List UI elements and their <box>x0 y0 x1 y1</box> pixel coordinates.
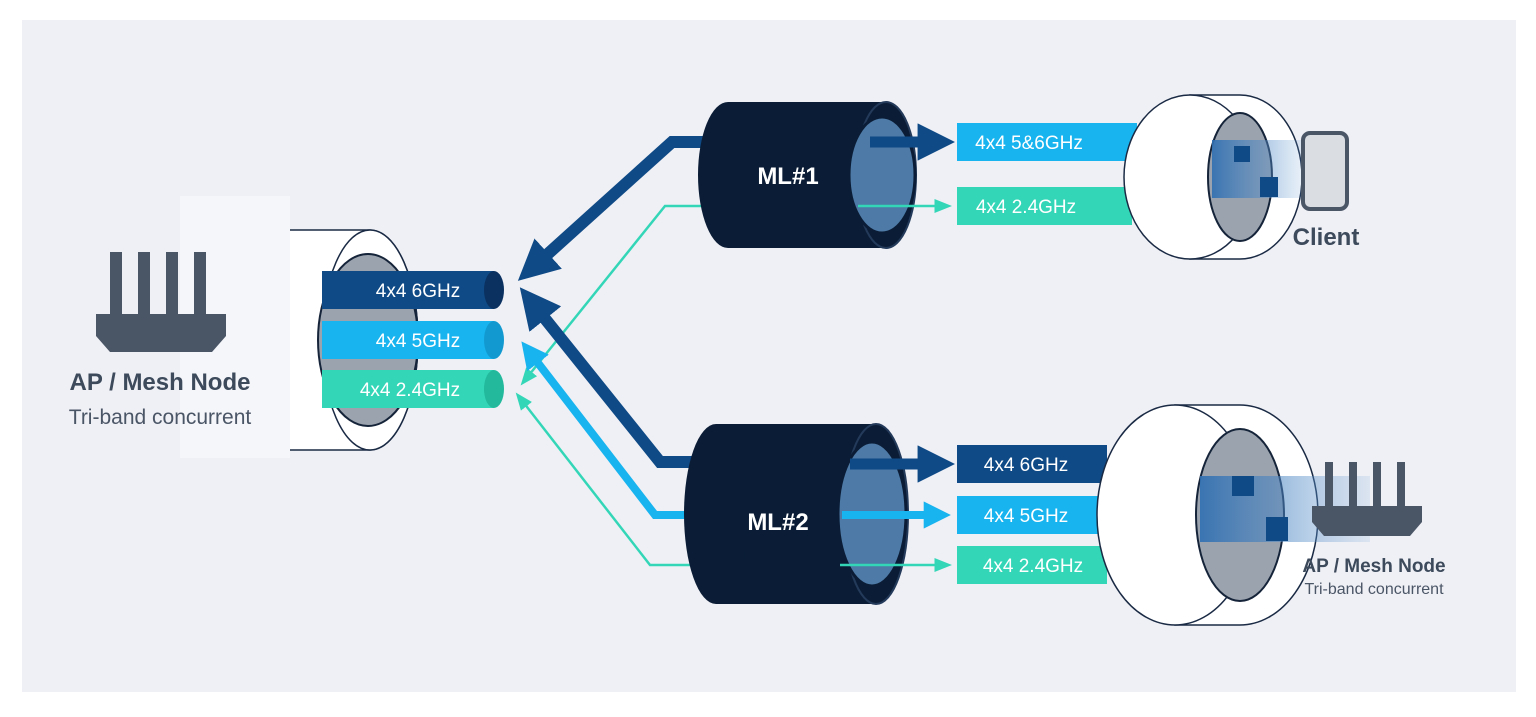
right-node: AP / Mesh Node Tri-band concurrent <box>1096 404 1446 626</box>
left-band-24ghz-label: 4x4 2.4GHz <box>360 380 460 401</box>
ml2-band-24ghz: 4x4 2.4GHz <box>957 546 1107 584</box>
phone-icon <box>1301 131 1349 211</box>
client-title: Client <box>1293 224 1360 251</box>
ml2-label: ML#2 <box>747 509 808 536</box>
ml1-band-24ghz: 4x4 2.4GHz <box>957 187 1132 225</box>
ml2-band-6ghz-label: 4x4 6GHz <box>984 455 1068 476</box>
ml1-arrows <box>858 123 955 213</box>
ml1-band-56ghz: 4x4 5&6GHz <box>957 123 1137 161</box>
left-node-title: AP / Mesh Node <box>70 369 251 396</box>
right-node-subtitle: Tri-band concurrent <box>1304 581 1444 598</box>
left-band-6ghz: 4x4 6GHz <box>322 271 504 309</box>
left-band-6ghz-label: 4x4 6GHz <box>376 281 460 302</box>
ml2-band-5ghz-label: 4x4 5GHz <box>984 506 1068 527</box>
ml2-band-6ghz: 4x4 6GHz <box>957 445 1107 483</box>
router-icon <box>96 252 226 352</box>
right-node-title: AP / Mesh Node <box>1302 556 1445 577</box>
uplink-arrows <box>515 136 705 567</box>
client-node: Client <box>1123 94 1360 260</box>
ml2-arrows <box>840 445 955 572</box>
left-band-24ghz: 4x4 2.4GHz <box>322 370 504 408</box>
left-node-subtitle: Tri-band concurrent <box>69 406 252 429</box>
ml1-label: ML#1 <box>757 163 818 190</box>
ml1-band-56ghz-label: 4x4 5&6GHz <box>975 133 1083 154</box>
left-band-5ghz-label: 4x4 5GHz <box>376 331 460 352</box>
router-icon <box>1312 462 1422 536</box>
left-band-5ghz: 4x4 5GHz <box>322 321 504 359</box>
ml1-band-24ghz-label: 4x4 2.4GHz <box>976 197 1076 218</box>
ml2-band-24ghz-label: 4x4 2.4GHz <box>983 556 1083 577</box>
ml2-band-5ghz: 4x4 5GHz <box>957 496 1107 534</box>
ml1-link: ML#1 <box>698 101 917 249</box>
